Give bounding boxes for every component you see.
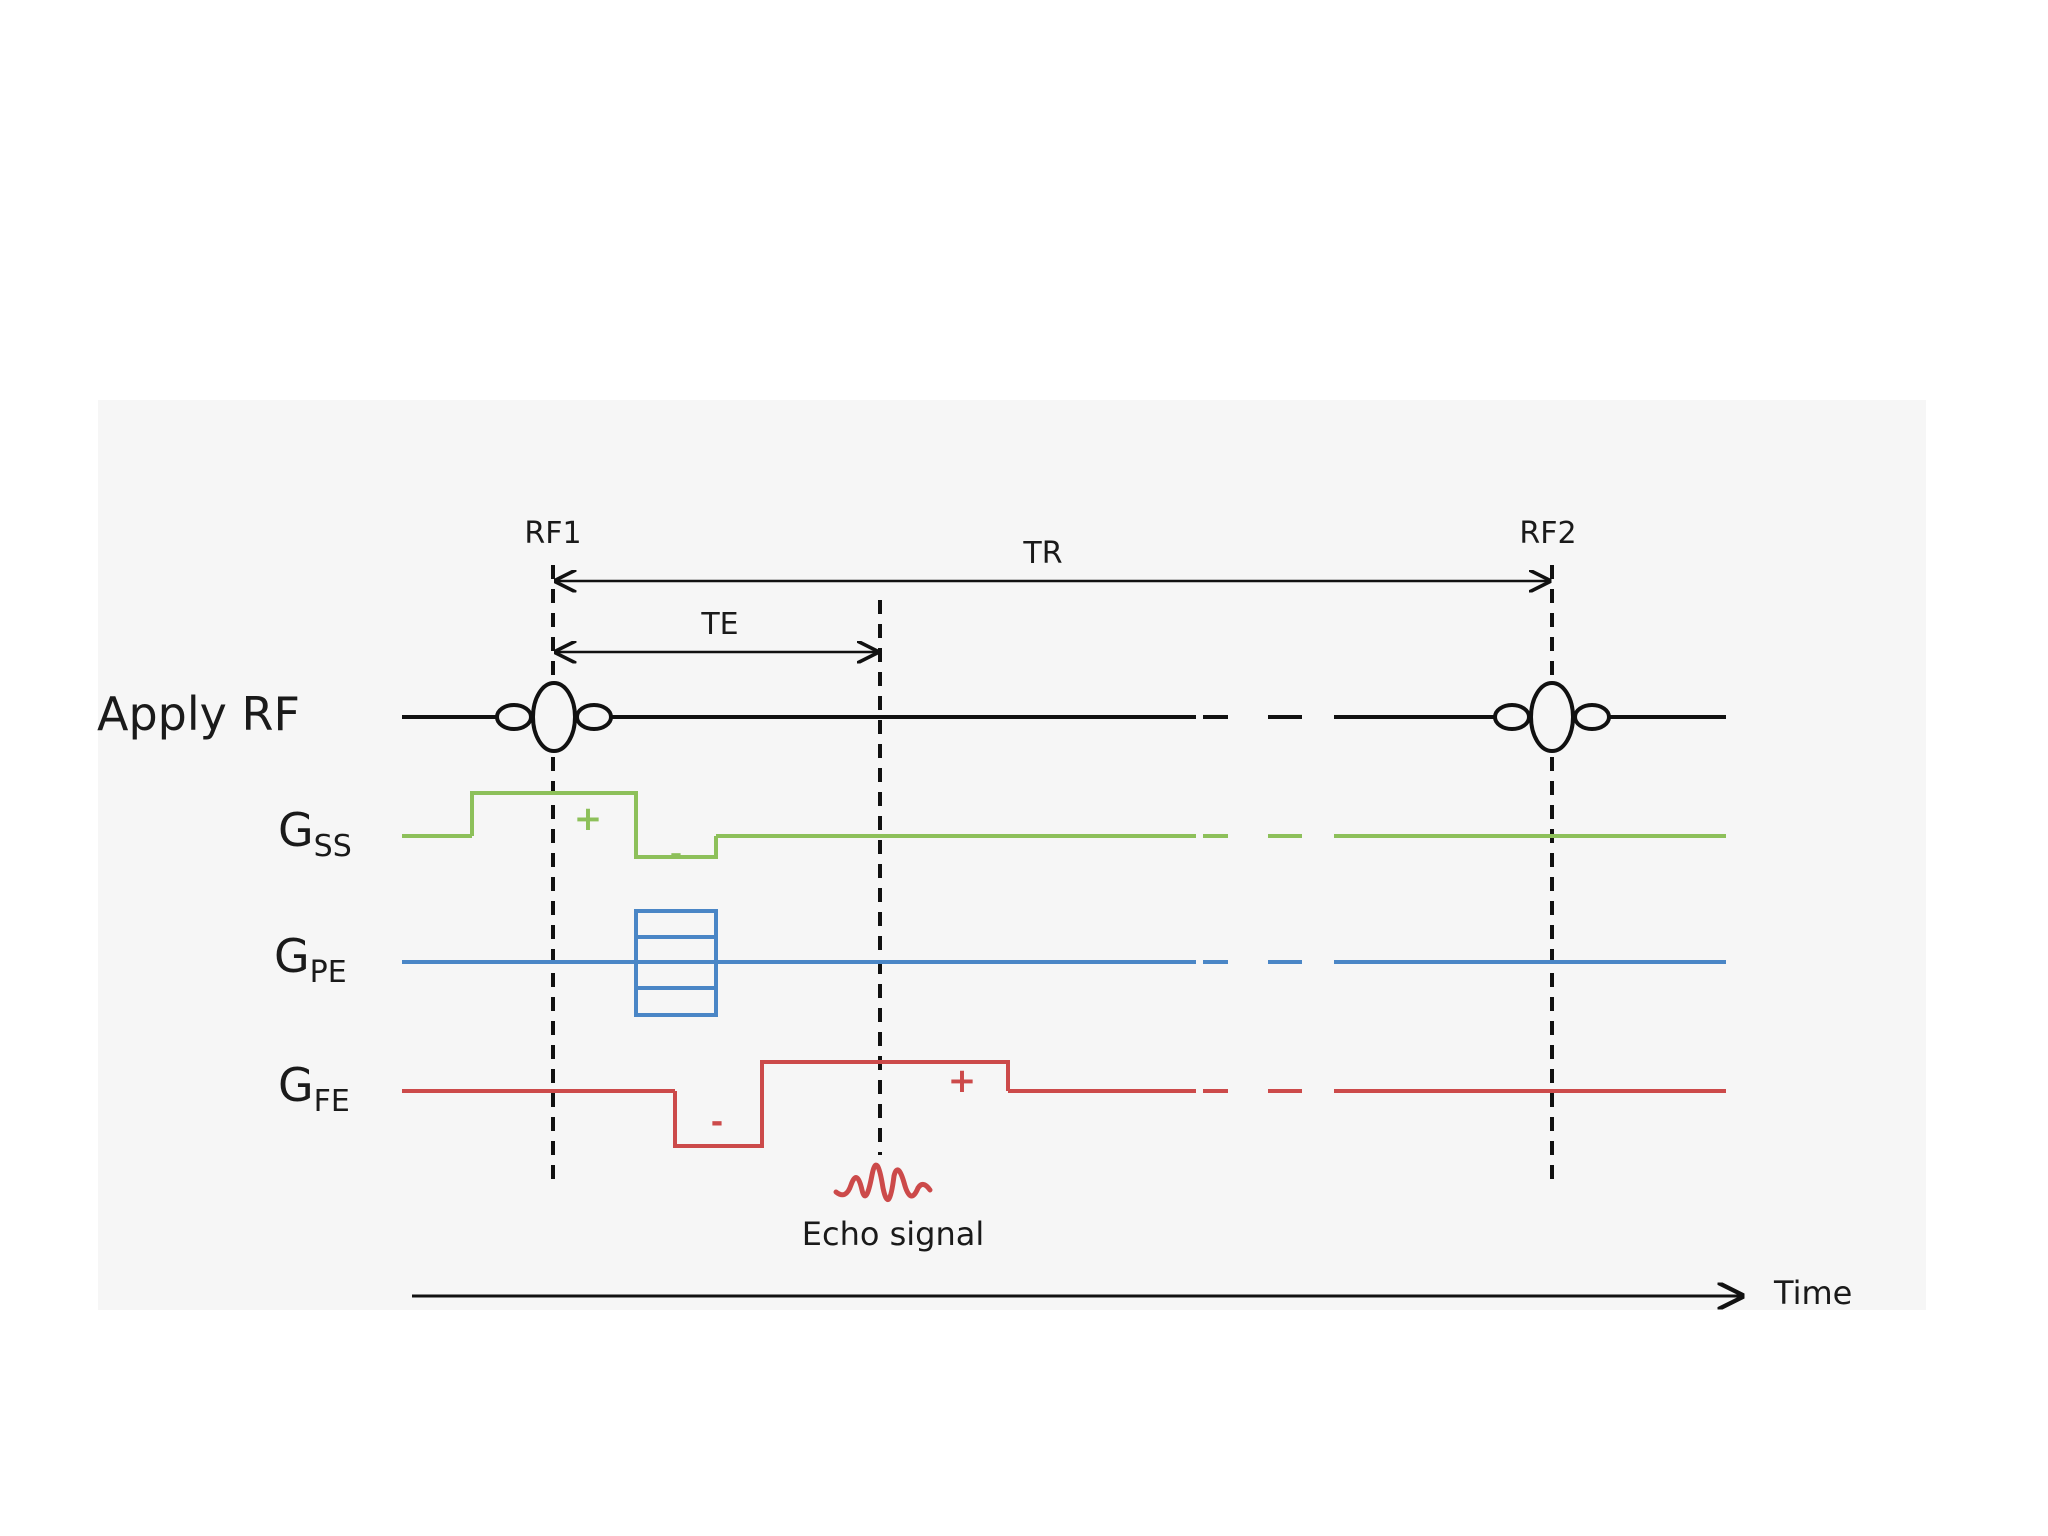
rf2-label: RF2: [1519, 516, 1576, 551]
te-label: TE: [700, 607, 738, 642]
gss-minus-sign: -: [670, 837, 682, 872]
gpe-label: GPE: [274, 929, 347, 990]
echo-signal-waveform: [833, 1162, 933, 1202]
gfe-label: GFE: [278, 1058, 350, 1119]
echo-signal-label: Echo signal: [802, 1215, 985, 1253]
gfe-plus-sign: +: [948, 1061, 977, 1101]
apply-rf-label: Apply RF: [97, 687, 300, 741]
tr-label: TR: [1022, 536, 1062, 571]
rf1-pulse: [495, 681, 613, 753]
gfe-minus-sign: -: [711, 1105, 723, 1140]
rf2-pulse: [1493, 681, 1611, 753]
gpe-phase-encoding-table: [634, 909, 718, 1017]
gss-label: GSS: [278, 803, 352, 864]
time-axis-label: Time: [1773, 1274, 1852, 1312]
gss-plus-sign: +: [574, 799, 603, 839]
gss-gradient-waveform: [470, 791, 718, 859]
gfe-gradient-waveform: [673, 1060, 1010, 1148]
diagram-panel: [98, 400, 1926, 1310]
rf1-label: RF1: [524, 516, 581, 551]
